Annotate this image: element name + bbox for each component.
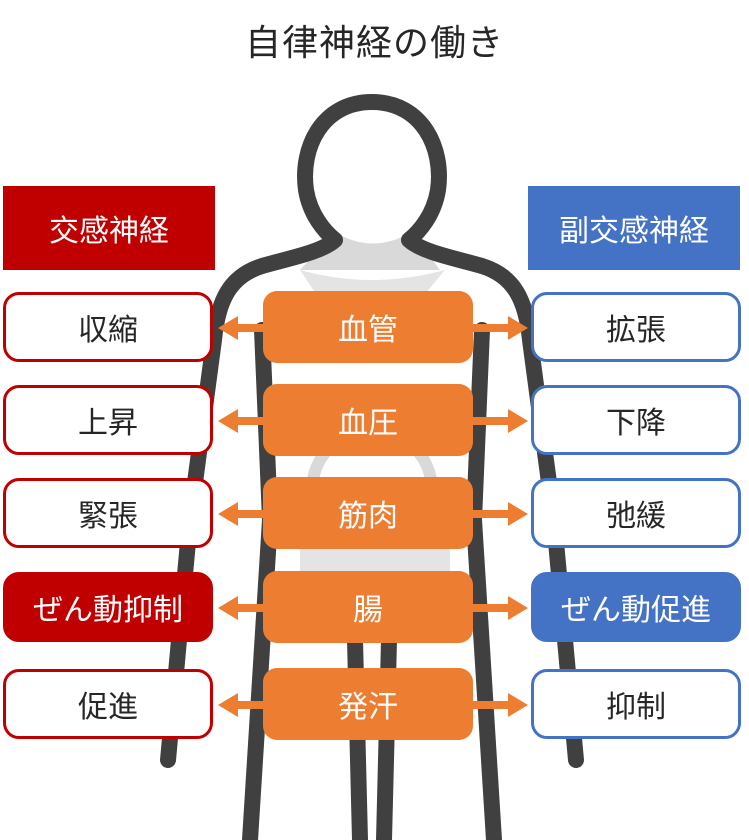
sympathetic-effect: ぜん動抑制 — [3, 572, 213, 642]
organ-label: 発汗 — [263, 668, 473, 740]
parasympathetic-effect: 拡張 — [531, 292, 741, 362]
organ-label: 血圧 — [263, 384, 473, 456]
parasympathetic-header: 副交感神経 — [528, 186, 740, 270]
parasympathetic-effect: 弛緩 — [531, 478, 741, 548]
parasympathetic-effect: 抑制 — [531, 669, 741, 739]
parasympathetic-effect: ぜん動促進 — [531, 572, 741, 642]
page-title: 自律神経の働き — [244, 23, 504, 64]
organ-label: 腸 — [263, 571, 473, 643]
organ-label: 血管 — [263, 291, 473, 363]
sympathetic-effect: 緊張 — [3, 478, 213, 548]
parasympathetic-effect: 下降 — [531, 385, 741, 455]
sympathetic-effect: 収縮 — [3, 292, 213, 362]
sympathetic-effect: 上昇 — [3, 385, 213, 455]
sympathetic-header: 交感神経 — [3, 186, 215, 270]
sympathetic-effect: 促進 — [3, 669, 213, 739]
organ-label: 筋肉 — [263, 477, 473, 549]
